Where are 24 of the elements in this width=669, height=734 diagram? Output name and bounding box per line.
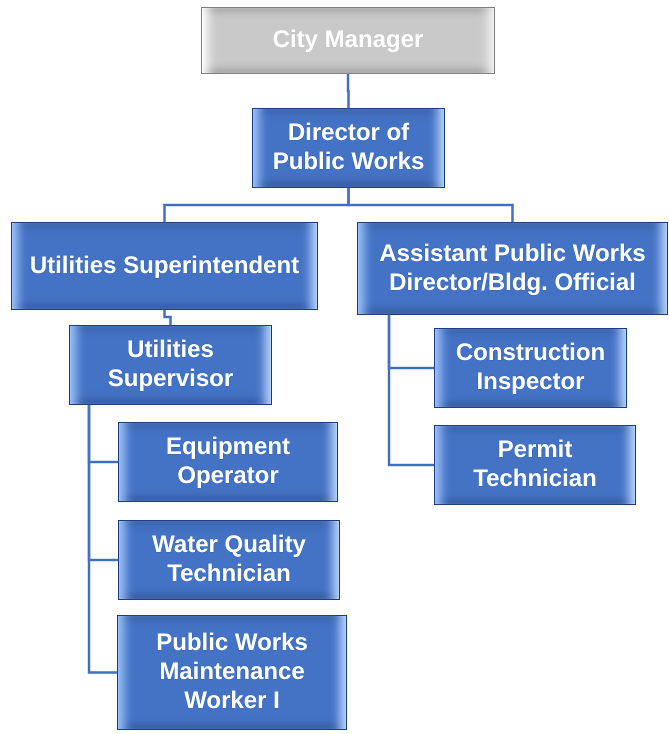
position-box bbox=[357, 222, 668, 315]
position-title: Equipment Operator bbox=[165, 433, 291, 491]
connector-line bbox=[346, 74, 350, 108]
position-box bbox=[434, 425, 636, 505]
position-title: Permit Technician bbox=[472, 436, 598, 494]
position-box bbox=[11, 222, 318, 310]
position-box bbox=[252, 108, 445, 188]
position-title: Public Works Maintenance Worker I bbox=[155, 629, 309, 716]
connector-line bbox=[163, 310, 172, 325]
position-box bbox=[118, 520, 340, 600]
position-title: Utilities Superintendent bbox=[30, 252, 300, 280]
top-position-box bbox=[201, 7, 495, 74]
position-title: Construction Inspector bbox=[454, 339, 606, 397]
position-title: Assistant Public Works Director/Bldg. Official bbox=[378, 240, 647, 298]
connector-line bbox=[88, 405, 117, 674]
position-box bbox=[117, 615, 347, 730]
position-box bbox=[69, 325, 272, 405]
connector-line bbox=[388, 315, 434, 466]
position-title: Director of Public Works bbox=[272, 119, 426, 177]
position-box bbox=[434, 328, 627, 408]
position-box bbox=[118, 422, 338, 502]
connector-line bbox=[347, 188, 514, 222]
position-title: Water Quality Technician bbox=[151, 531, 307, 589]
position-title: Utilities Supervisor bbox=[106, 336, 234, 394]
